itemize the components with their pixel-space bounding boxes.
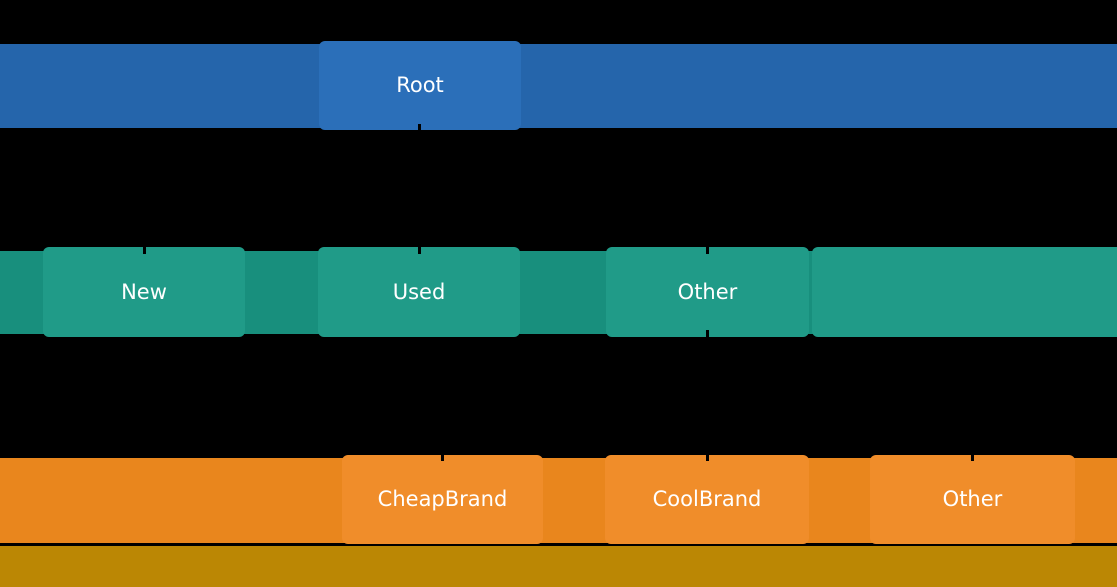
tree-node-root[interactable]: Root (319, 41, 521, 130)
tree-node-other-brand[interactable]: Other (870, 455, 1075, 544)
tree-node-unlabeled-right[interactable] (812, 247, 1117, 337)
tree-node-other-condition[interactable]: Other (606, 247, 809, 337)
level-4-bar (0, 546, 1117, 587)
connector-stub (971, 452, 974, 461)
connector-stub (418, 245, 421, 254)
connector-stub (143, 245, 146, 254)
connector-stub (706, 452, 709, 461)
connector-stub (706, 245, 709, 254)
tree-node-label-other-condition: Other (677, 279, 738, 304)
tree-node-label-cheapbrand: CheapBrand (377, 487, 508, 511)
tree-node-label-other-brand: Other (942, 487, 1003, 511)
tree-node-label-new: New (121, 279, 167, 304)
tree-node-used[interactable]: Used (318, 247, 520, 337)
connector-stub (418, 124, 421, 134)
tree-node-label-root: Root (396, 73, 444, 97)
tree-node-new[interactable]: New (43, 247, 245, 337)
level-1-bar (0, 44, 1117, 128)
tree-node-coolbrand[interactable]: CoolBrand (605, 455, 809, 544)
tree-node-label-coolbrand: CoolBrand (652, 487, 762, 511)
connector-stub (706, 330, 709, 340)
tree-node-label-used: Used (392, 279, 446, 304)
connector-stub (441, 452, 444, 461)
tree-node-cheapbrand[interactable]: CheapBrand (342, 455, 543, 544)
